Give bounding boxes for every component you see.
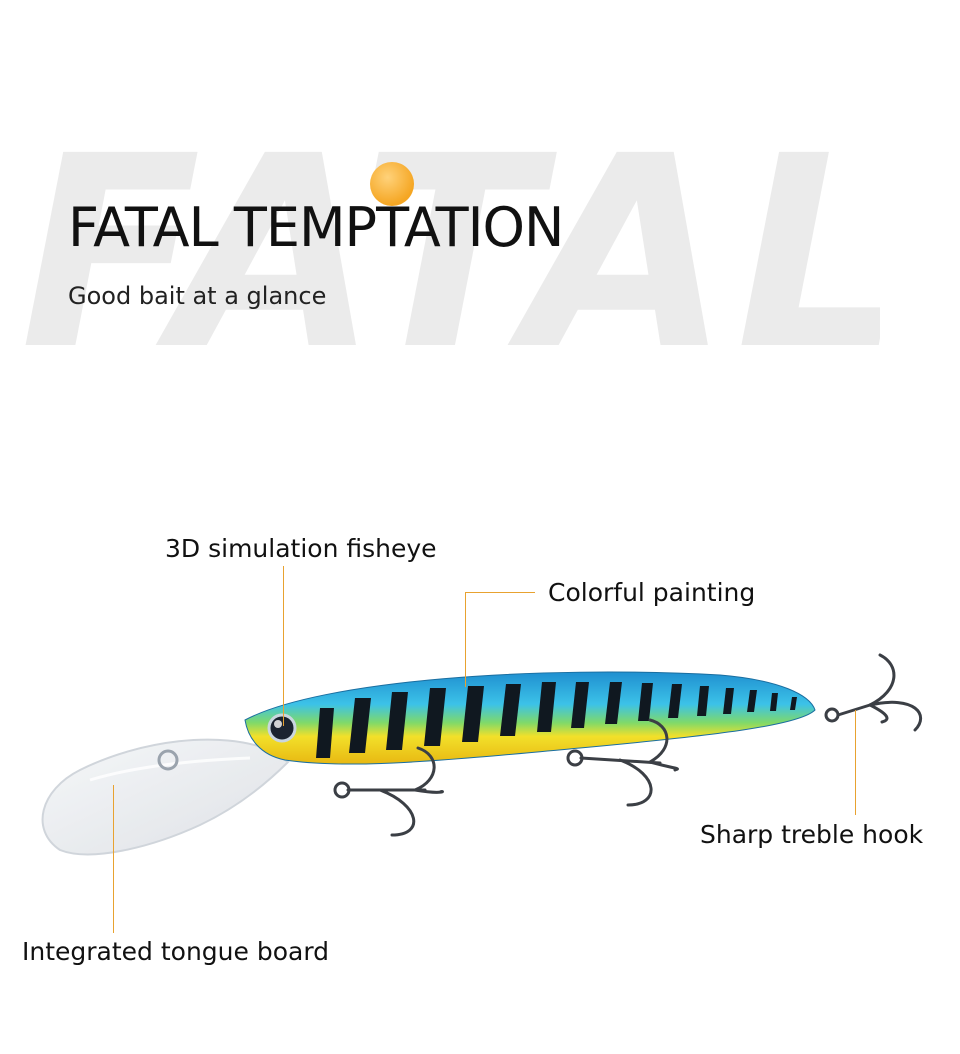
callout-fisheye-label: 3D simulation fisheye	[165, 534, 437, 563]
callout-painting-line-h	[465, 592, 535, 593]
page-title: FATAL TEMPTATION	[68, 196, 564, 259]
page-subtitle: Good bait at a glance	[68, 282, 327, 310]
callout-fisheye-line	[283, 566, 284, 726]
accent-dot	[370, 162, 414, 206]
tongue-board	[41, 738, 290, 856]
fishing-lure-image	[41, 653, 922, 856]
callout-tongue-label: Integrated tongue board	[22, 937, 330, 966]
body-stripes	[316, 682, 797, 758]
treble-hooks	[333, 653, 922, 837]
callout-painting-line-v	[465, 592, 466, 687]
fisheye	[267, 713, 297, 743]
callout-painting-label: Colorful painting	[548, 578, 756, 607]
callout-hook-label: Sharp treble hook	[700, 820, 924, 849]
callout-tongue-line	[113, 785, 114, 933]
background-word-text: FATAL	[20, 100, 880, 380]
callout-hook-line	[855, 710, 856, 815]
background-word-watermark: FATAL	[20, 100, 880, 380]
